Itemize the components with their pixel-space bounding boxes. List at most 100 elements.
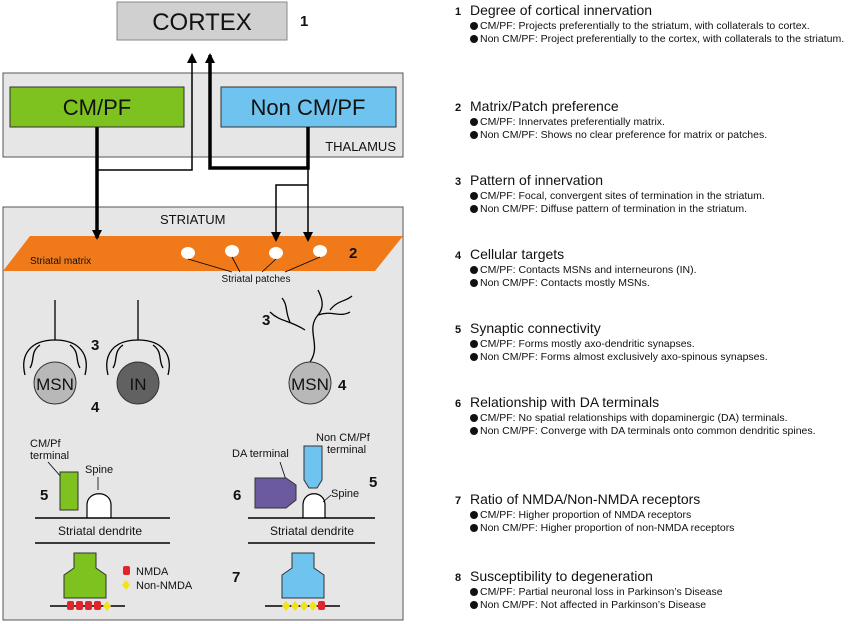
section-item: CM/PF: Contacts MSNs and interneurons (I… <box>455 264 845 277</box>
bullet-icon <box>470 21 478 30</box>
section-item: CM/PF: Partial neuronal loss in Parkinso… <box>455 586 845 599</box>
in-label: IN <box>130 375 147 394</box>
cortex-box <box>116 1 288 41</box>
msn-label-right: MSN <box>291 375 329 394</box>
label-num-7: 7 <box>232 569 240 586</box>
bullet-icon <box>470 600 478 609</box>
noncmpf-terminal-receptors <box>281 552 325 599</box>
nmda-receptor-row-left <box>67 601 111 611</box>
striatal-patch <box>313 245 327 257</box>
non-nmda-legend-swatch <box>122 580 130 590</box>
label-num-5-right: 5 <box>369 474 377 491</box>
cmpf-terminal <box>59 471 79 511</box>
bullet-icon <box>470 352 478 361</box>
noncmpf-label: Non CM/PF <box>251 95 366 120</box>
label-num-6: 6 <box>233 487 241 504</box>
bullet-icon <box>470 34 478 43</box>
striatal-matrix <box>3 236 403 271</box>
dendritic-spine-left <box>86 493 112 518</box>
bullet-icon <box>470 265 478 274</box>
striatal-dendrite-left: Striatal dendrite <box>58 524 142 538</box>
label-num-2: 2 <box>349 245 357 262</box>
bullet-icon <box>470 130 478 139</box>
spine-label-left: Spine <box>85 464 113 476</box>
section-item: Non CM/PF: Shows no clear preference for… <box>455 129 845 142</box>
bullet-icon <box>470 523 478 532</box>
section-item: CM/PF: Innervates preferentially matrix. <box>455 116 845 129</box>
bullet-icon <box>470 191 478 200</box>
section-item: Non CM/PF: Diffuse pattern of terminatio… <box>455 203 845 216</box>
section-item: Non CM/PF: Project preferentially to the… <box>455 33 845 46</box>
bullet-icon <box>470 117 478 126</box>
striatal-patch <box>269 247 283 259</box>
thalamus-label: THALAMUS <box>325 139 396 154</box>
neural-circuit-diagram: CORTEX 1 CM/PF Non CM/PF THALAMUS STRIAT… <box>2 1 404 621</box>
section-item: CM/PF: Focal, convergent sites of termin… <box>455 190 845 203</box>
striatal-patch <box>181 247 195 259</box>
section-item: CM/PF: Higher proportion of NMDA recepto… <box>455 509 845 522</box>
bullet-icon <box>470 413 478 422</box>
cmpf-label: CM/PF <box>63 95 131 120</box>
patch-leader-lines <box>187 256 321 273</box>
cmpf-terminal-label: CM/Pf terminal <box>30 438 69 462</box>
section-item: Non CM/PF: Forms almost exclusively axo-… <box>455 351 845 364</box>
striatum-box <box>2 206 404 621</box>
non-nmda-receptor-row-right <box>282 601 325 611</box>
striatal-patch <box>225 245 239 257</box>
projection-arrows <box>92 53 313 242</box>
da-terminal <box>254 477 297 509</box>
section-item: CM/PF: Forms mostly axo-dendritic synaps… <box>455 338 845 351</box>
label-num-5-left: 5 <box>40 487 48 504</box>
section-item: CM/PF: Projects preferentially to the st… <box>455 20 845 33</box>
striatum-label: STRIATUM <box>160 212 225 227</box>
spine-label-right: Spine <box>331 488 359 500</box>
bullet-icon <box>470 339 478 348</box>
cmpf-terminal-receptors <box>63 552 107 599</box>
msn-neuron-left: MSN <box>23 300 87 405</box>
non-nmda-legend-label: Non-NMDA <box>136 580 193 592</box>
section-item: Non CM/PF: Higher proportion of non-NMDA… <box>455 522 845 535</box>
noncmpf-terminal-label: Non CM/Pf terminal <box>316 432 373 456</box>
section-item: Non CM/PF: Not affected in Parkinson’s D… <box>455 599 845 612</box>
msn-label-left: MSN <box>36 375 74 394</box>
bullet-icon <box>470 510 478 519</box>
msn-neuron-right: MSN <box>269 289 353 405</box>
nmda-legend-swatch <box>123 566 130 575</box>
label-num-4-left: 4 <box>91 399 100 416</box>
nmda-legend-label: NMDA <box>136 566 169 578</box>
bullet-icon <box>470 204 478 213</box>
in-neuron: IN <box>106 300 170 405</box>
cortex-label: CORTEX <box>152 9 252 36</box>
noncmpf-terminal <box>303 445 323 489</box>
bullet-icon <box>470 426 478 435</box>
label-num-4-right: 4 <box>338 377 347 394</box>
label-num-3-left: 3 <box>91 337 99 354</box>
striatal-dendrite-right: Striatal dendrite <box>270 524 354 538</box>
da-terminal-label: DA terminal <box>232 448 289 460</box>
striatal-matrix-label: Striatal matrix <box>30 256 91 267</box>
cmpf-box <box>9 86 185 128</box>
noncmpf-box <box>220 86 397 128</box>
dendritic-spine-right <box>302 493 326 518</box>
section-item: Non CM/PF: Converge with DA terminals on… <box>455 425 845 438</box>
section-item: CM/PF: No spatial relationships with dop… <box>455 412 845 425</box>
label-num-3-right: 3 <box>262 312 270 329</box>
section-item: Non CM/PF: Contacts mostly MSNs. <box>455 277 845 290</box>
